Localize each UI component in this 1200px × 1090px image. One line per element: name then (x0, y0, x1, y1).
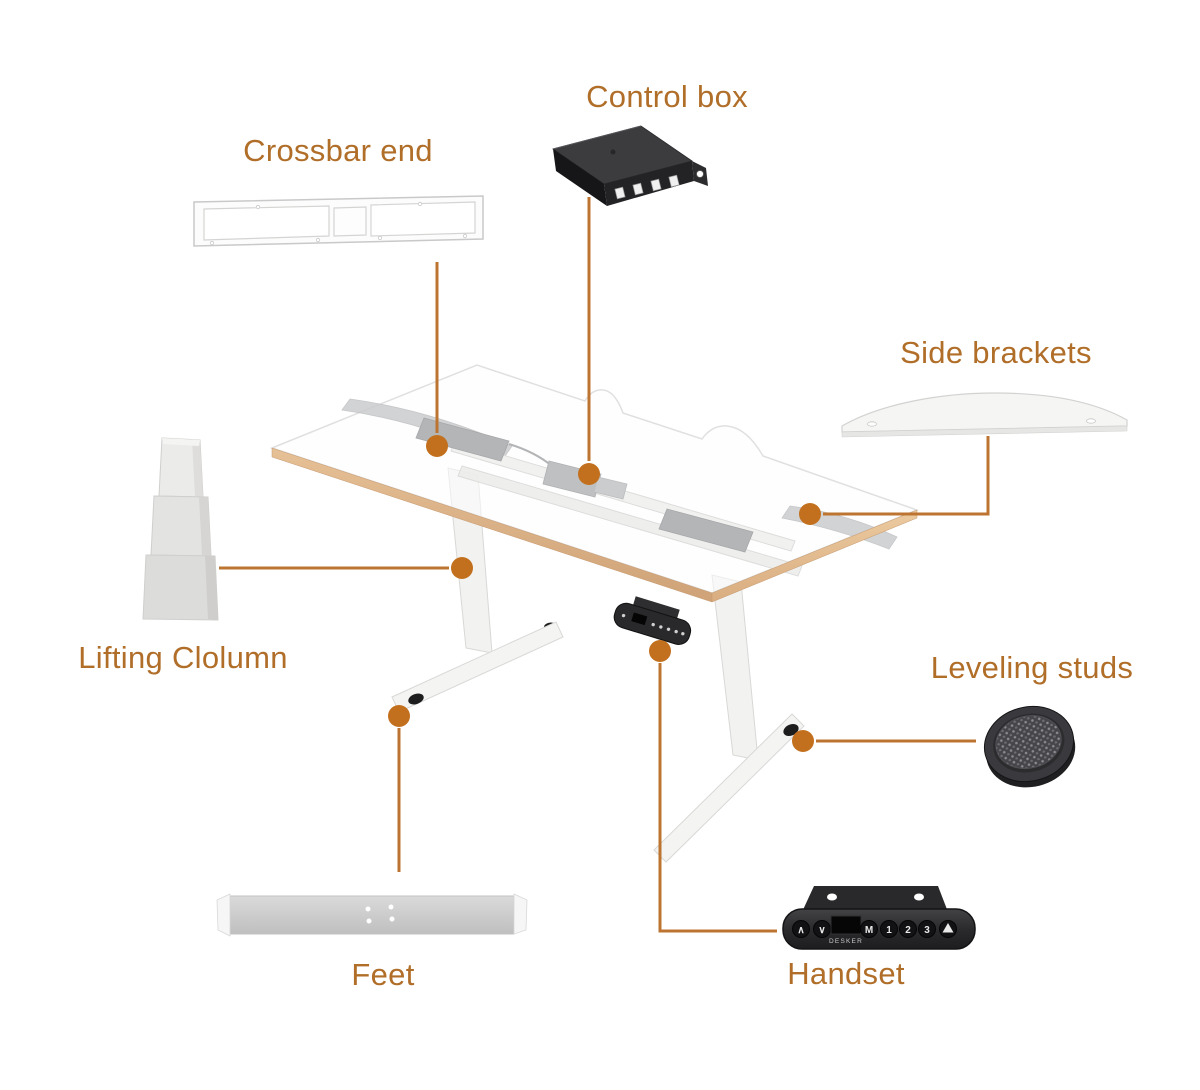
handset-preset2-glyph: 2 (905, 925, 911, 936)
dot-leveling-studs (792, 730, 814, 752)
dot-handset (649, 640, 671, 662)
foot-image (216, 893, 528, 937)
right-mount-plate (658, 508, 754, 553)
handset-m-button (860, 920, 878, 938)
lifting-column-image (142, 437, 219, 621)
label-side-brackets: Side brackets (900, 334, 1092, 370)
dot-crossbar-end (426, 435, 448, 457)
handset-brand: DESKER (829, 938, 863, 945)
dot-side-brackets (799, 503, 821, 525)
mounted-handset (613, 596, 692, 645)
right-foot-front-stud (783, 723, 799, 737)
side-bracket-image (841, 392, 1128, 438)
left-foot-front-stud (408, 693, 424, 705)
connector-dots (388, 435, 821, 752)
dot-feet (388, 705, 410, 727)
label-control-box: Control box (586, 78, 748, 114)
connector-lines (219, 197, 990, 933)
connector-handset (658, 663, 777, 933)
handset-preset3-glyph: 3 (924, 925, 930, 936)
label-crossbar-end: Crossbar end (243, 132, 433, 168)
handset-preset3-button (918, 920, 936, 938)
handset-preset1-button (880, 920, 898, 938)
cable-tray (593, 476, 628, 500)
leveling-stud-image (983, 705, 1076, 788)
label-feet: Feet (351, 956, 415, 992)
desk-right-leg (711, 574, 759, 761)
alarm-triangle-icon (942, 923, 954, 933)
handset-preset1-glyph: 1 (886, 925, 892, 936)
label-handset: Handset (787, 955, 905, 991)
desk-right-foot (653, 713, 805, 863)
desk-underframe (341, 398, 898, 577)
desk-illustration (269, 364, 920, 863)
handset-up-button (792, 920, 810, 938)
label-lifting-column: Lifting Clolumn (78, 639, 288, 675)
handset-m-glyph: M (865, 925, 873, 936)
label-leveling-studs: Leveling studs (930, 649, 1134, 685)
connector-side-brackets (823, 436, 990, 516)
left-mount-plate (415, 417, 510, 462)
dot-control-box (578, 463, 600, 485)
handset-display (830, 915, 862, 935)
handset-image: ∧ ∨ DESKER M 1 2 3 (782, 886, 976, 950)
handset-down-glyph: ∨ (818, 925, 825, 936)
handset-up-glyph: ∧ (797, 925, 804, 936)
crossbar-end-image (193, 195, 484, 247)
handset-preset2-button (899, 920, 917, 938)
handset-mount-plate (802, 886, 948, 912)
dot-lifting-column (451, 557, 473, 579)
desk-front-right-edge (711, 509, 918, 603)
control-box-image (552, 125, 708, 206)
handset-buttons: ∧ ∨ DESKER M 1 2 3 (792, 915, 957, 945)
